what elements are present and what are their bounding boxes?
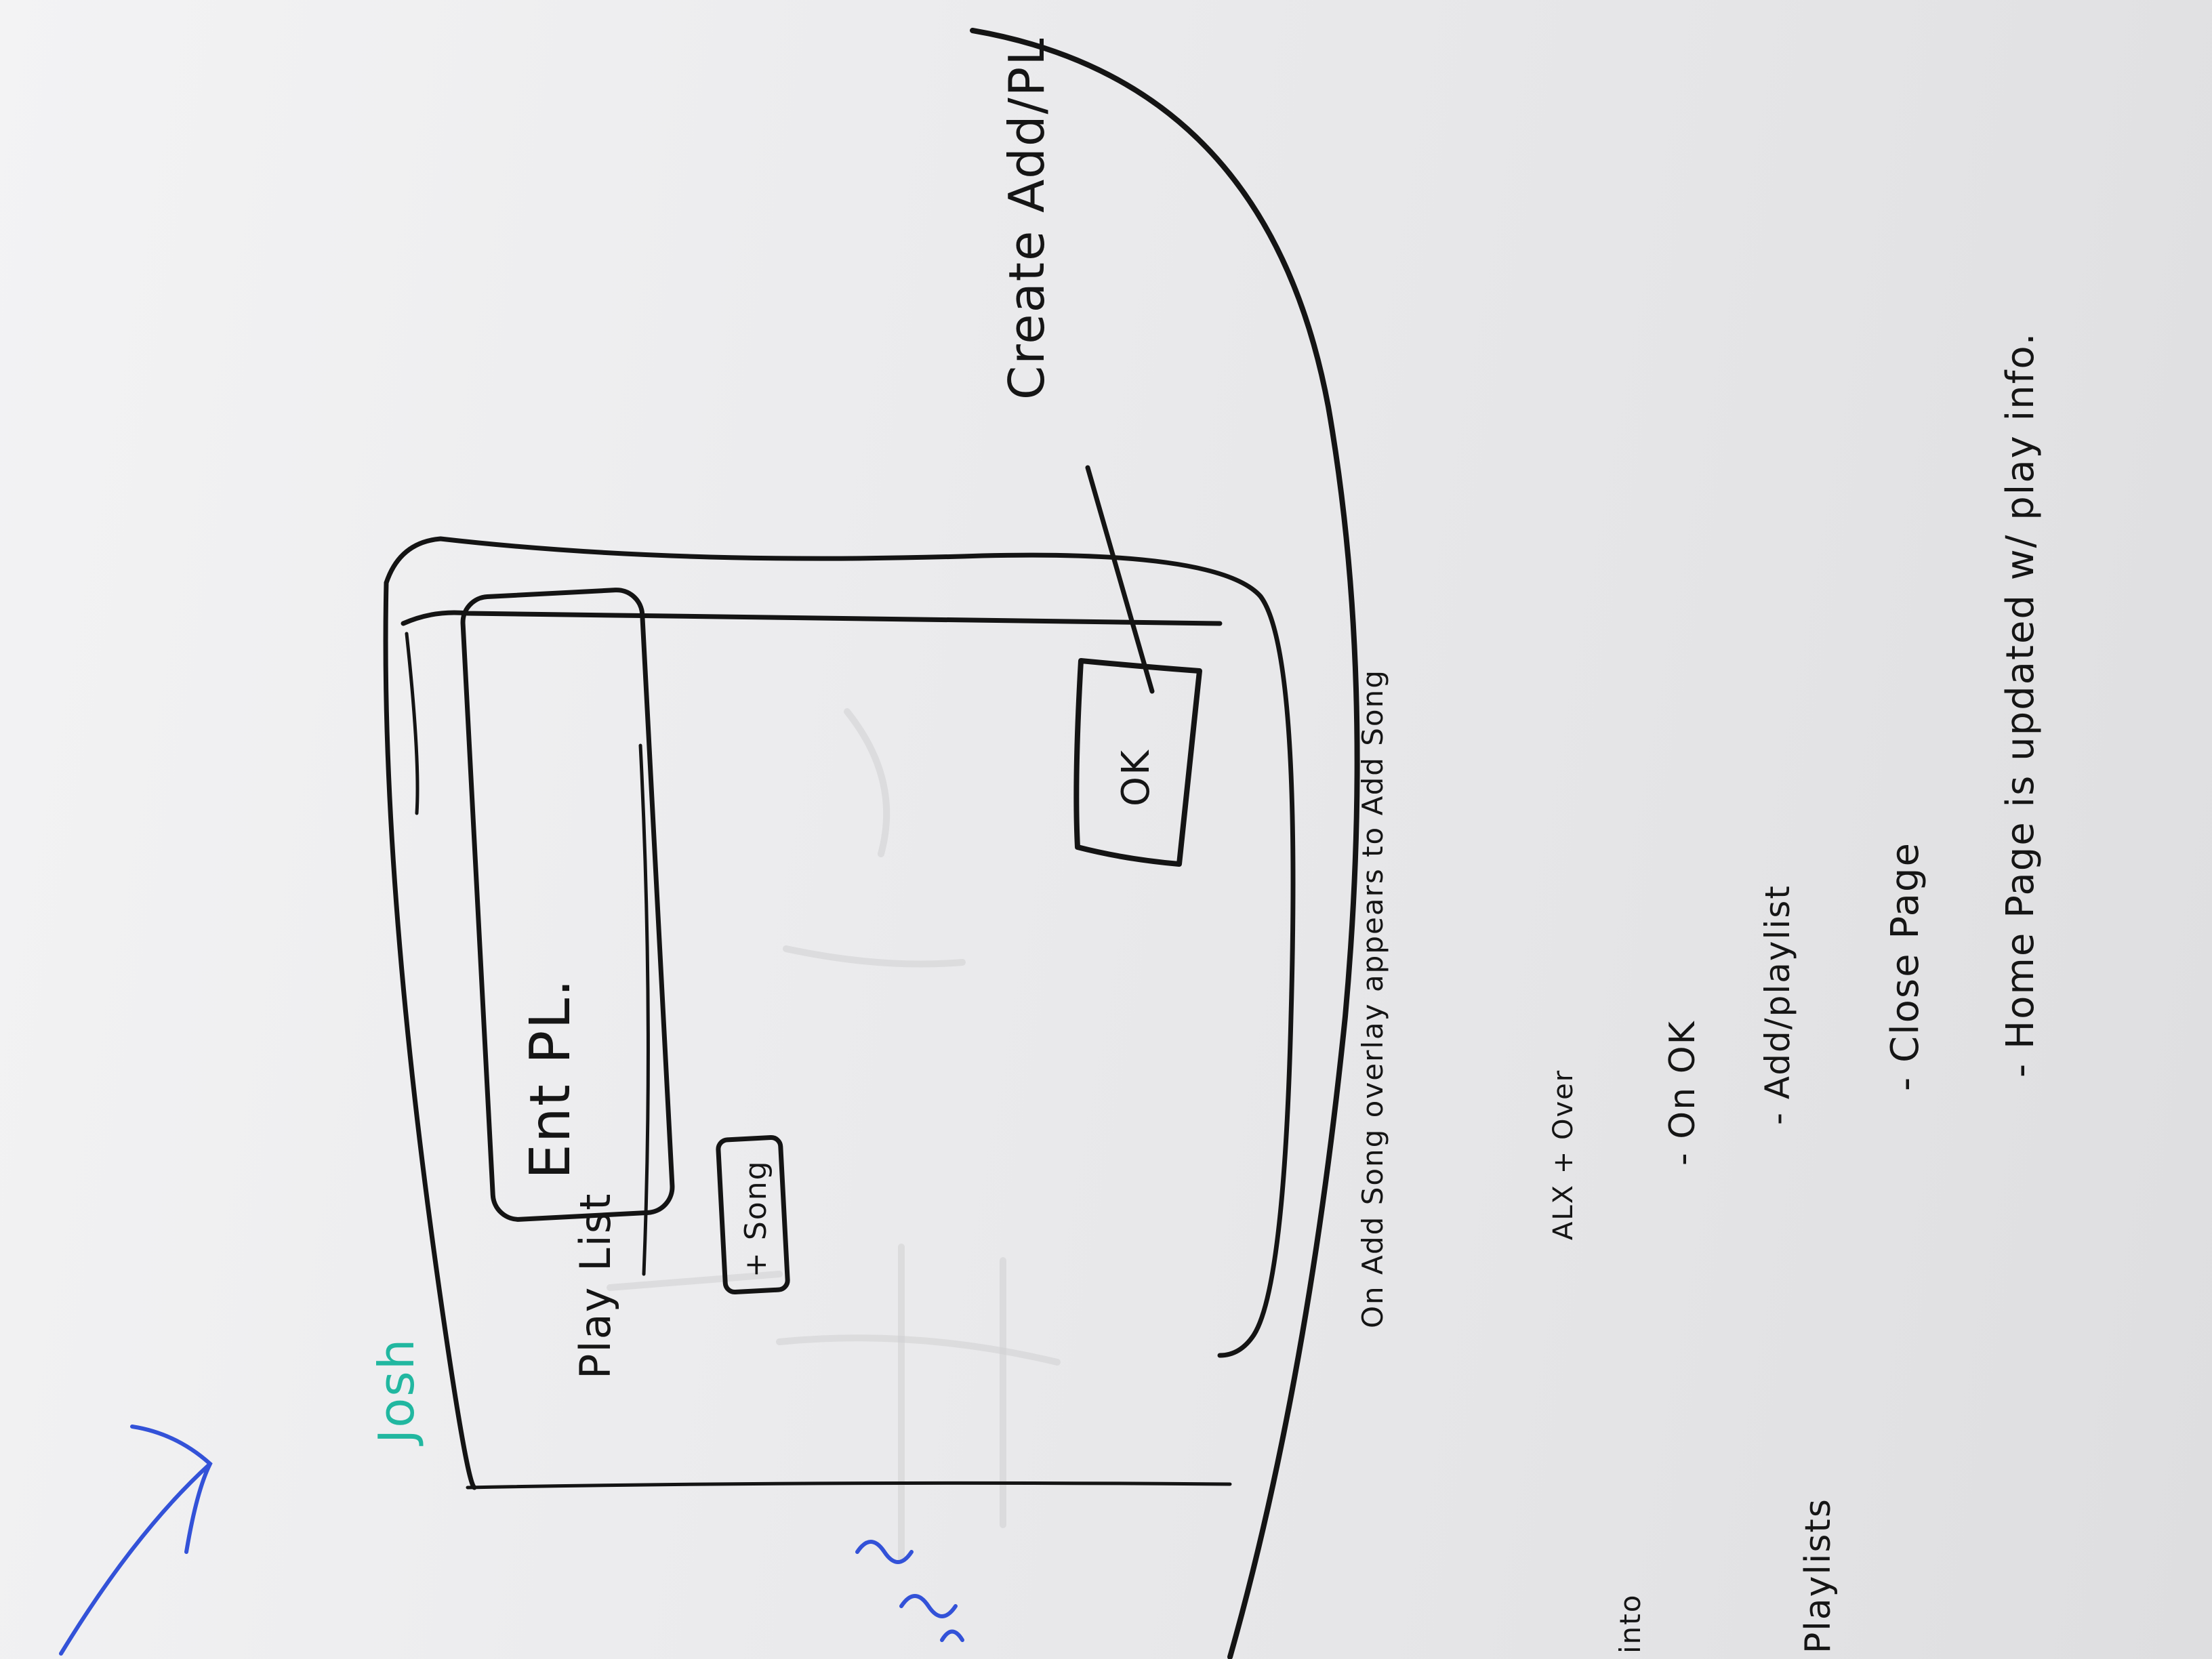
note-4: - Add/playlist xyxy=(1758,884,1797,1125)
playlist-title: Play List xyxy=(571,1193,620,1379)
overlay-dialog-bottom-edge xyxy=(466,1481,1232,1490)
add-song-button[interactable] xyxy=(716,1134,790,1295)
overlay-dialog-left-edge xyxy=(383,580,477,1490)
dialog-panel-left xyxy=(405,632,419,815)
blue-arrow-icon xyxy=(59,1425,213,1656)
edge-note-1: into xyxy=(1614,1594,1647,1654)
note-1: On Add Song overlay appears to Add Song xyxy=(1356,669,1389,1328)
erased-ghost-marks xyxy=(607,708,1061,1562)
note-3: - On OK xyxy=(1662,1020,1703,1166)
author-name: Josh xyxy=(368,1338,425,1446)
overlay-dialog-frame xyxy=(384,536,1296,1358)
ok-button-label: OK xyxy=(1114,749,1158,806)
blue-scribble xyxy=(855,1540,964,1642)
playlist-name-input[interactable] xyxy=(460,588,675,1222)
note-5: - Close Page xyxy=(1883,842,1927,1091)
edge-note-2: Playlists xyxy=(1798,1498,1839,1654)
outer-device-outline xyxy=(970,28,1360,1659)
note-2: ALX + Over xyxy=(1548,1069,1579,1240)
add-song-button-label: + Song xyxy=(739,1160,773,1277)
input-placeholder-text: Ent PL. xyxy=(518,978,583,1179)
callout-label: Create Add/PL xyxy=(998,37,1055,400)
dialog-panel xyxy=(401,610,1223,626)
callout-line xyxy=(1085,465,1155,694)
input-underline xyxy=(638,743,650,1276)
note-6: - Home Page is updated w/ play info. xyxy=(1999,332,2043,1078)
ok-button[interactable] xyxy=(1073,658,1202,867)
